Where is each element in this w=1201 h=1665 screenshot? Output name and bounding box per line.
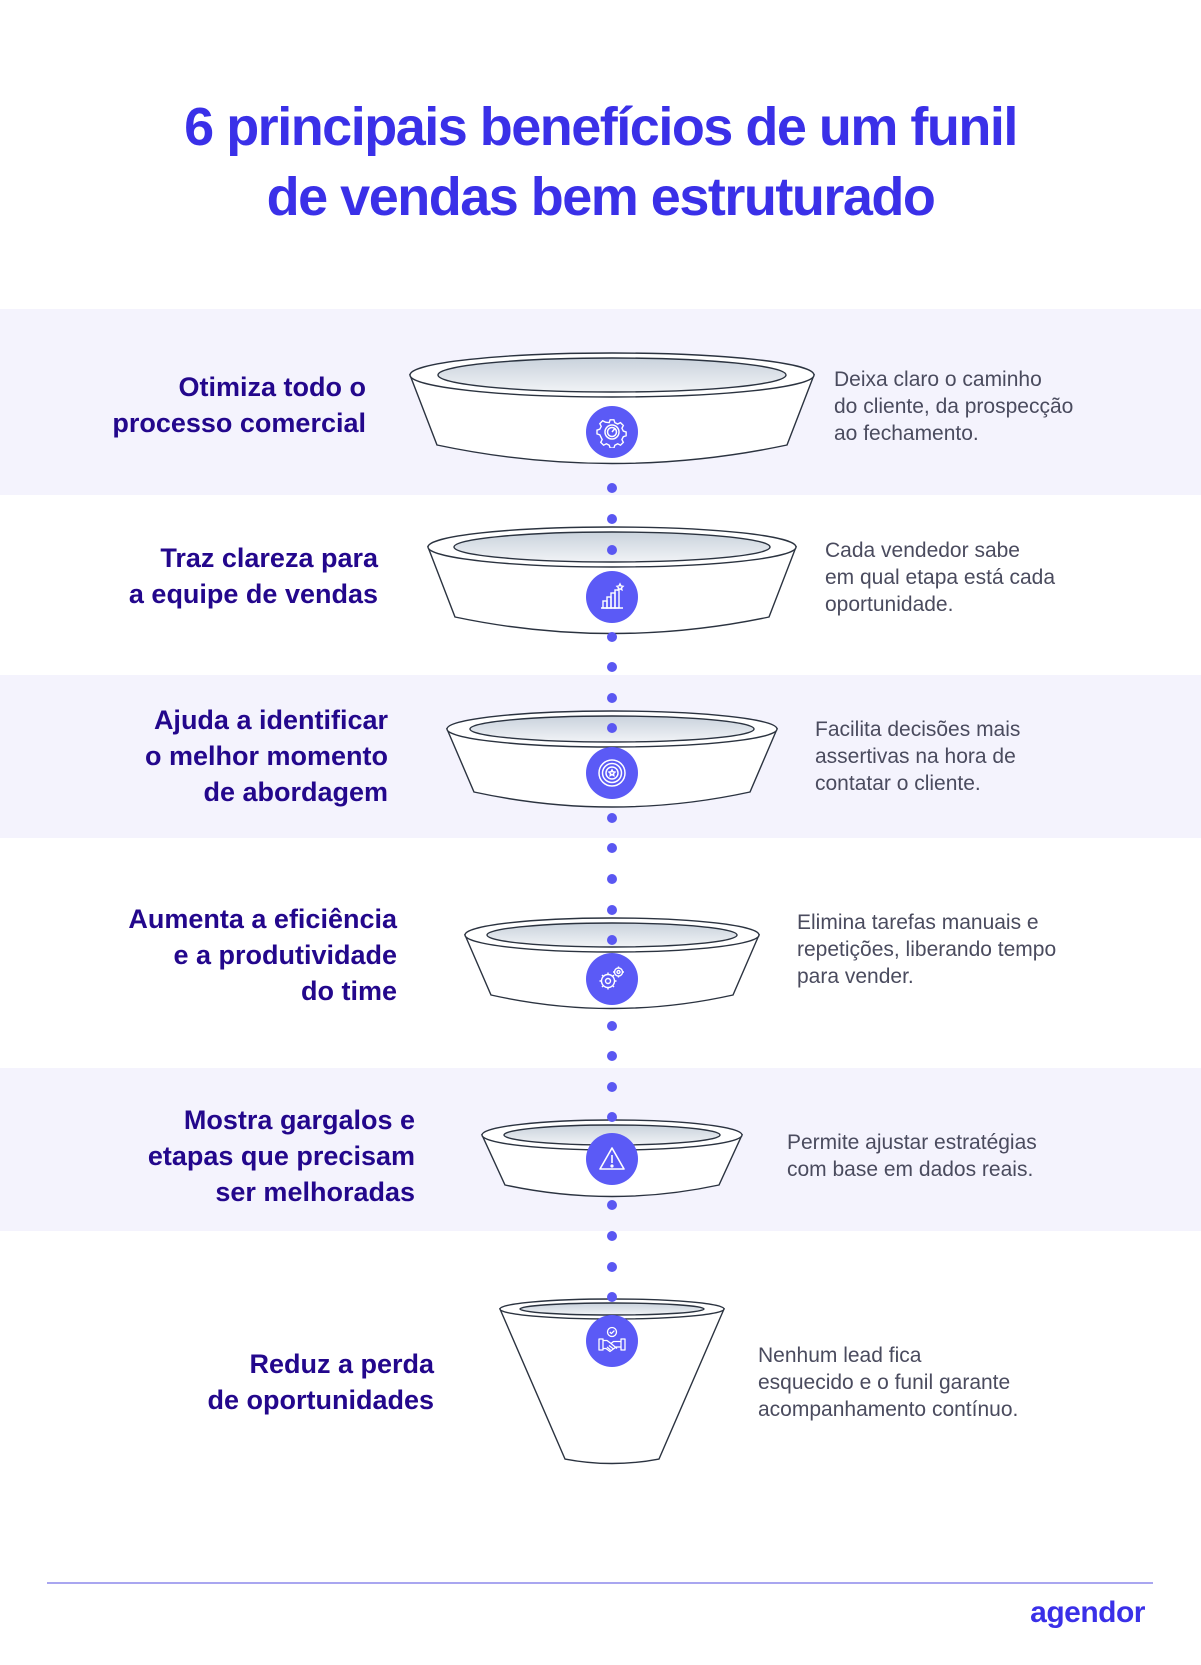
warning-triangle-icon [586, 1133, 638, 1185]
growth-stairs-star-icon [586, 571, 638, 623]
target-icon [586, 747, 638, 799]
gears-icon [586, 953, 638, 1005]
benefit-4-heading: Aumenta a eficiência e a produtividade d… [128, 904, 397, 1006]
benefit-5-description: Permite ajustar estratégias com base em … [787, 1131, 1037, 1181]
benefit-6-heading: Reduz a perda de oportunidades [207, 1349, 434, 1415]
benefit-3-heading: Ajuda a identificar o melhor momento de … [144, 705, 388, 807]
benefit-1-heading: Otimiza todo o processo comercial [112, 372, 366, 438]
benefit-2-heading: Traz clareza para a equipe de vendas [128, 543, 378, 609]
benefit-3-description: Facilita decisões mais assertivas na hor… [815, 718, 1021, 795]
benefit-2-description: Cada vendedor sabe em qual etapa está ca… [825, 539, 1055, 616]
benefit-6-description: Nenhum lead fica esquecido e o funil gar… [758, 1344, 1019, 1421]
footer-divider [47, 1582, 1153, 1584]
benefit-1-description: Deixa claro o caminho do cliente, da pro… [834, 368, 1074, 445]
title-line-2: de vendas bem estruturado [266, 167, 936, 227]
agendor-logo: agendor [1030, 1596, 1145, 1629]
title-line-1: 6 principais benefícios de um funil [184, 97, 1018, 157]
benefit-5-heading: Mostra gargalos e etapas que precisam se… [147, 1105, 415, 1207]
handshake-check-icon [586, 1315, 638, 1367]
gear-gauge-icon [586, 406, 638, 458]
benefit-4-description: Elimina tarefas manuais e repetições, li… [797, 911, 1057, 988]
page-title: 6 principais benefícios de um funil de v… [0, 92, 1201, 232]
